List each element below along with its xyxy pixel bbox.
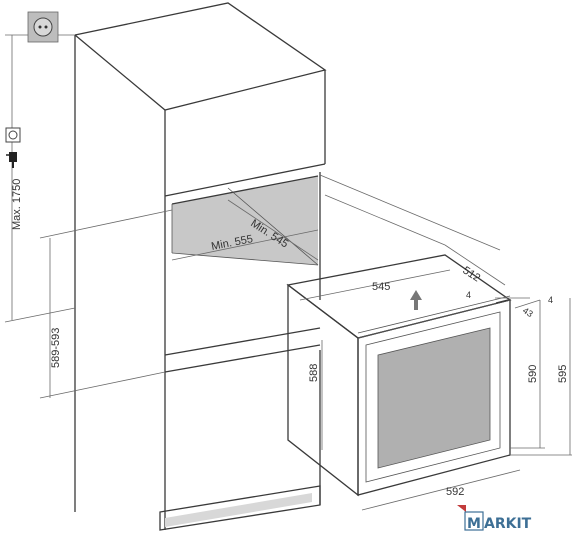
niche-opening [171, 175, 319, 266]
logo-text: M [467, 516, 481, 532]
dimension-lines [11, 35, 572, 511]
total-height-label: 595 [557, 365, 569, 383]
markit-logo: M ARKIT [457, 505, 532, 532]
side-gap-label: 4 [548, 295, 553, 305]
logo-text-rest: ARKIT [484, 516, 532, 532]
door-height-label: 588 [308, 364, 320, 382]
top-width-label: 545 [372, 281, 390, 293]
plug-icon [6, 152, 17, 168]
total-width-label: 592 [446, 486, 464, 498]
gap-top-label: 4 [466, 290, 471, 300]
power-socket-icon [27, 11, 59, 43]
socket-small-icon [5, 127, 21, 143]
cabinet [74, 2, 327, 531]
front-offset-label: 43 [521, 305, 535, 319]
max-height-label: Max. 1750 [11, 179, 23, 230]
niche-height-label: 589-593 [50, 328, 62, 368]
body-height-label: 590 [527, 365, 539, 383]
arrow-up-icon [410, 290, 422, 310]
wine-cooler [286, 254, 512, 497]
extension-lines [4, 34, 501, 399]
